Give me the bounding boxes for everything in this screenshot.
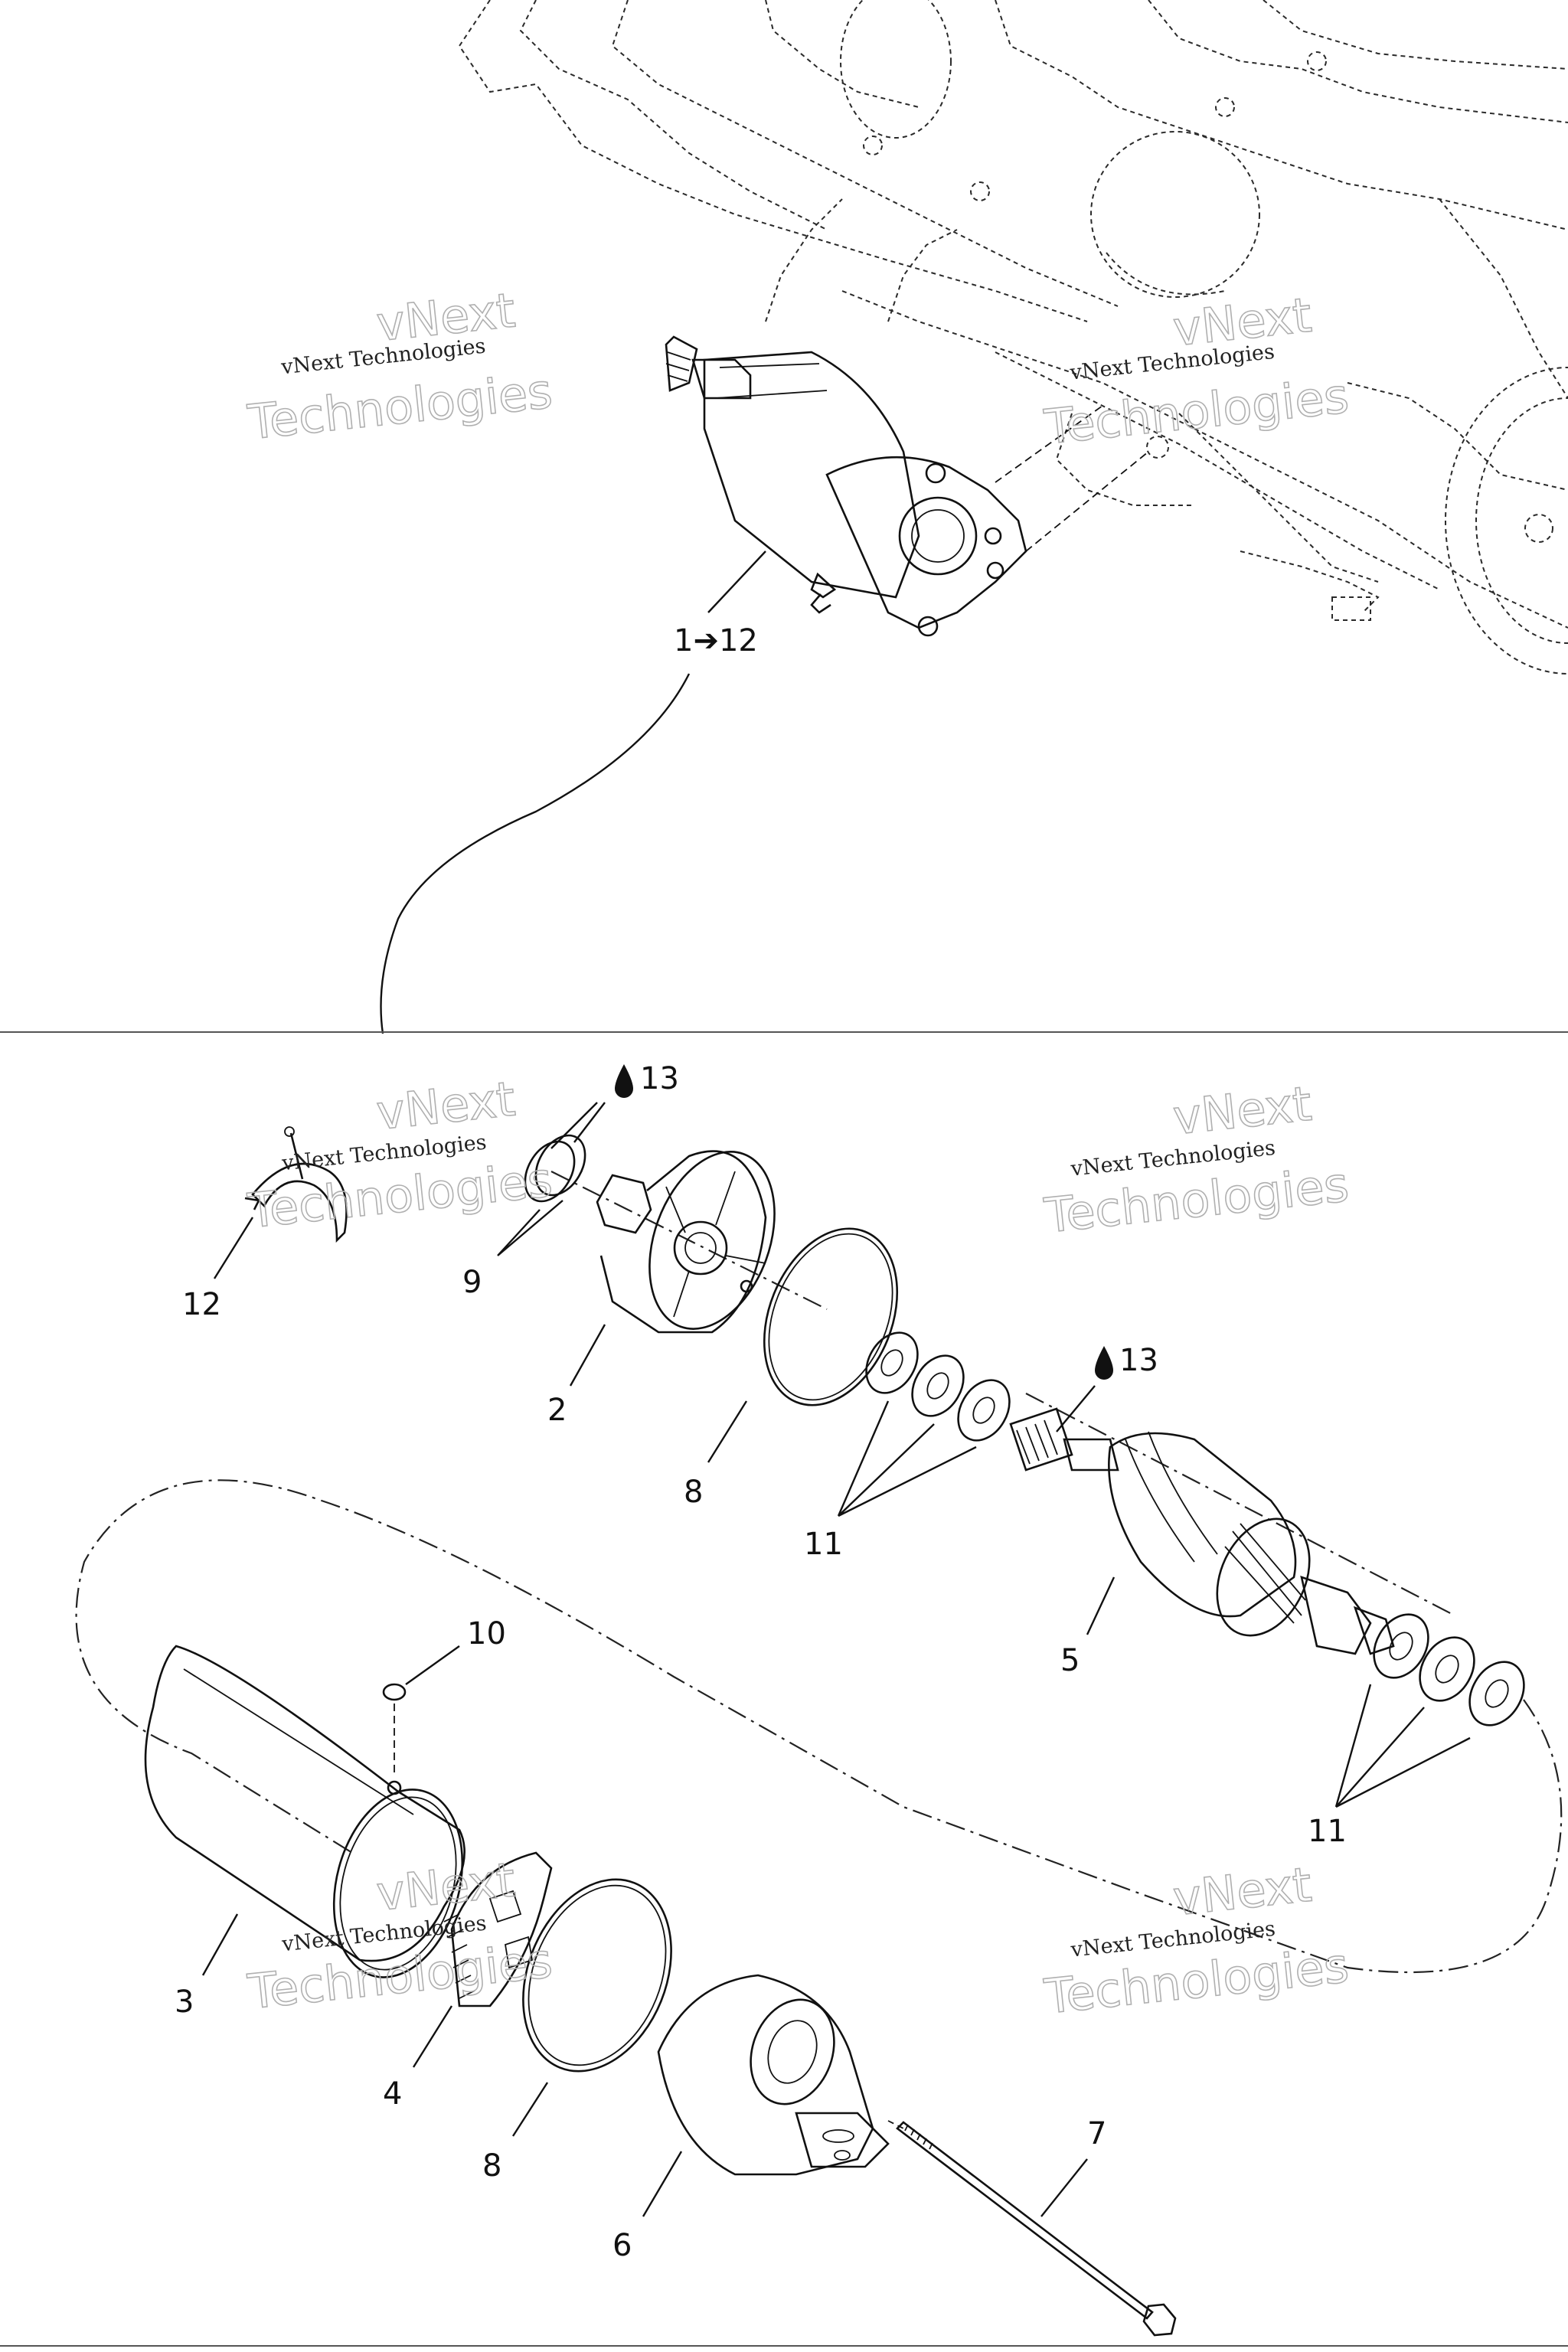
callout-9: 9 xyxy=(462,1265,482,1300)
leader-3 xyxy=(201,1913,239,1976)
callout-11a: 11 xyxy=(804,1527,843,1562)
oil-drop-icon xyxy=(615,1064,633,1098)
part-9-o-rings xyxy=(524,1134,586,1203)
leader-6 xyxy=(642,2151,683,2217)
part-4-brush-plate xyxy=(443,1851,553,2007)
part-11-washers-lower xyxy=(1373,1613,1525,1726)
starter-motor-assembly xyxy=(665,335,1027,637)
part-10-o-ring xyxy=(382,1683,407,1701)
leader-10 xyxy=(405,1645,460,1685)
callout-8b: 8 xyxy=(482,2148,501,2184)
leader-2 xyxy=(569,1324,606,1387)
callout-6: 6 xyxy=(612,2228,632,2263)
leader-9 xyxy=(497,1200,564,1256)
callout-8a: 8 xyxy=(684,1475,703,1510)
part-11-washers-upper xyxy=(865,1331,1011,1442)
leader-8b xyxy=(511,2082,549,2137)
assembly-axis-line xyxy=(550,1171,1455,1616)
watermark-mid-left: vNext Technologies vNext Technologies xyxy=(244,1070,555,1240)
engine-block-outline xyxy=(458,0,1568,675)
leader-11a xyxy=(837,1400,977,1517)
watermark-big-a: vNext xyxy=(1171,1857,1315,1927)
part-7-through-bolt xyxy=(887,2120,1177,2337)
callout-4: 4 xyxy=(383,2076,402,2112)
oil-drop-icon-armature xyxy=(1095,1346,1113,1380)
callout-11b: 11 xyxy=(1308,1814,1347,1849)
part-6-drive-end-housing xyxy=(657,1974,890,2176)
callout-5: 5 xyxy=(1060,1643,1080,1678)
part-2-end-cover xyxy=(596,1150,776,1334)
watermark-mid-right: vNext Technologies vNext Technologies xyxy=(1040,1075,1351,1244)
callout-3: 3 xyxy=(175,1984,194,2020)
watermark-top-left: vNext Technologies vNext Technologies xyxy=(244,282,555,451)
callout-12: 12 xyxy=(182,1287,221,1322)
part-8-gasket-upper xyxy=(763,1227,899,1406)
callout-13-top: 13 xyxy=(640,1061,679,1096)
callout-13-armature: 13 xyxy=(1119,1343,1158,1378)
part-5-armature xyxy=(1009,1407,1395,1655)
watermark-top-right: vNext Technologies vNext Technologies xyxy=(1040,286,1351,456)
callout-10: 10 xyxy=(467,1616,506,1651)
watermark-low-right: vNext Technologies vNext Technologies xyxy=(1040,1856,1351,2025)
mounting-guide-lines xyxy=(995,405,1149,552)
leader-12 xyxy=(213,1217,254,1279)
watermark-big-a: vNext xyxy=(374,1851,518,1922)
part-8-gasket-lower-inner xyxy=(528,1884,667,2066)
housing-alignment-loop xyxy=(75,1479,1563,1974)
leader-13-top xyxy=(550,1102,606,1149)
part-8-gasket-lower xyxy=(522,1878,672,2073)
watermark-big-a: vNext xyxy=(374,1070,518,1141)
part-3-yoke-housing xyxy=(144,1645,466,1978)
leader-5 xyxy=(1086,1576,1116,1635)
assembly-leader-curve xyxy=(380,550,766,1034)
callout-assembly: 1➔12 xyxy=(674,623,758,658)
leader-7 xyxy=(1040,2158,1088,2217)
leader-8a xyxy=(707,1400,748,1463)
part-12-bracket xyxy=(244,1126,348,1243)
leader-11b xyxy=(1334,1684,1471,1808)
watermark-big-a: vNext xyxy=(1171,1076,1315,1146)
leader-13-armature xyxy=(1056,1385,1096,1432)
callout-7: 7 xyxy=(1087,2116,1106,2151)
callout-2: 2 xyxy=(547,1393,567,1428)
leader-4 xyxy=(412,2005,453,2068)
watermark-low-left: vNext Technologies vNext Technologies xyxy=(244,1851,555,2020)
